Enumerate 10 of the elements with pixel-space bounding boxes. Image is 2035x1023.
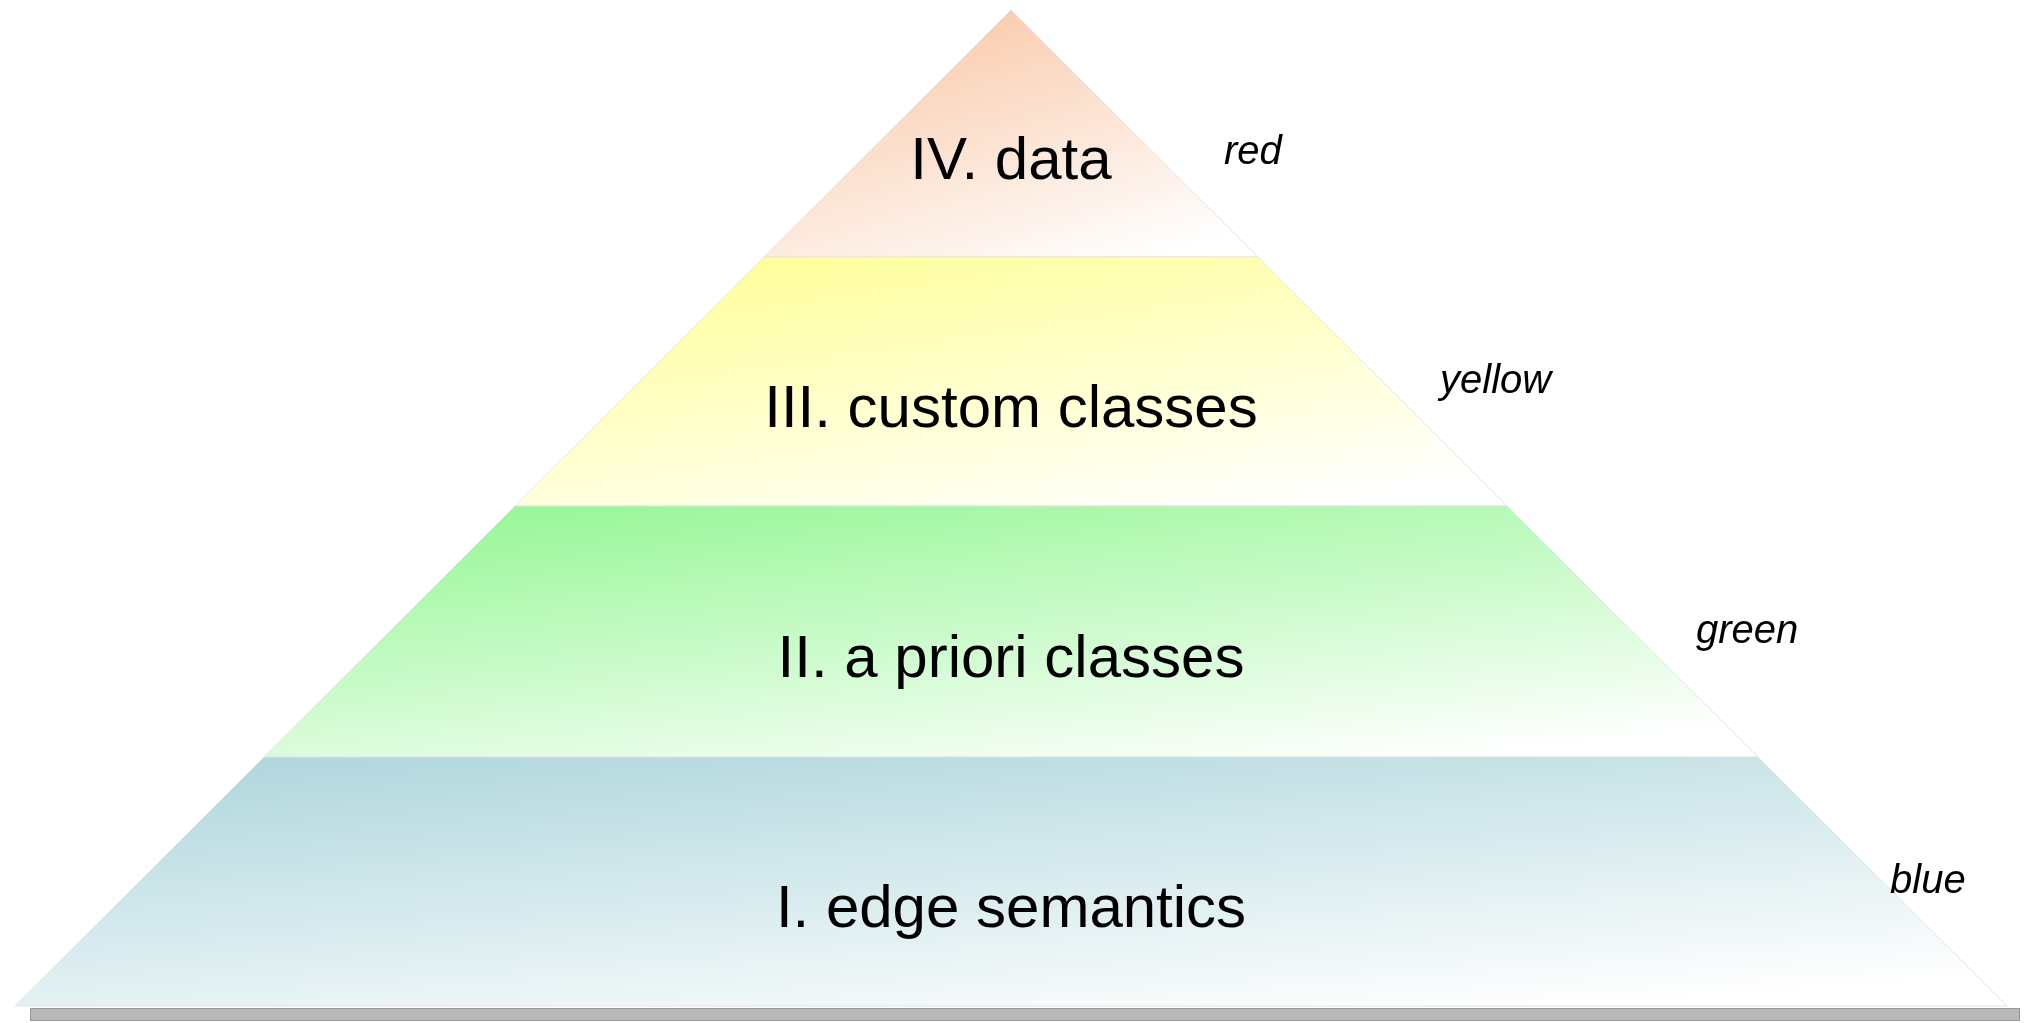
color-note: green [1696,607,1799,652]
color-note: yellow [1440,357,1552,402]
layer-title: IV. data [910,123,1112,193]
pyramid-base [30,1008,2020,1021]
layer-title: III. custom classes [764,371,1258,441]
layer-title: I. edge semantics [775,871,1247,941]
color-note: blue [1890,857,1966,902]
layer-title: II. a priori classes [777,621,1245,691]
color-note: red [1224,128,1282,173]
pyramid-layer [15,757,2007,1006]
